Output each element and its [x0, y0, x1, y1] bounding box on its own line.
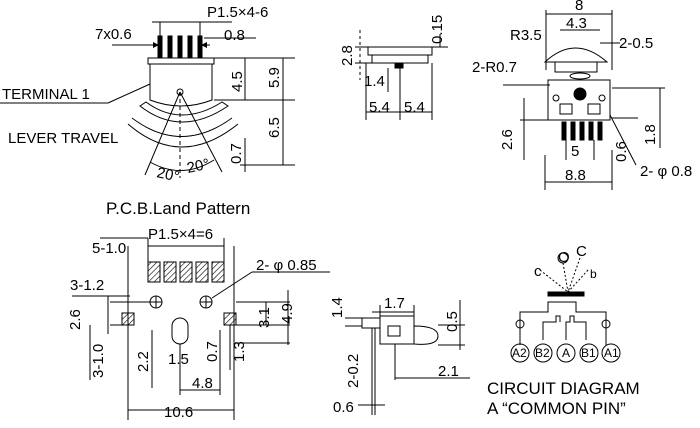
pcb-dim-phi-0-85: 2- φ 0.85 [256, 257, 317, 274]
bottom-pins [562, 122, 602, 140]
pcb-pattern [72, 238, 330, 420]
front-pitch: P1.5×4-6 [207, 4, 268, 21]
pcb-pattern-text: P.C.B.Land Pattern P1.5×4=6 5-1.0 2- φ 0… [67, 199, 317, 421]
circuit-diagram [511, 253, 620, 362]
front-dim-4-5: 4.5 [229, 71, 246, 92]
pin-circle-b1 [580, 344, 598, 362]
top-view [355, 30, 448, 120]
side-dim-0-6: 0.6 [333, 399, 354, 416]
bottom-dim-5: 5 [571, 143, 579, 160]
top-dim-2-8: 2.8 [339, 45, 356, 66]
front-dim-6-5: 6.5 [266, 117, 283, 138]
pcb-dim-10-6: 10.6 [164, 404, 193, 421]
bottom-dim-8: 8 [575, 0, 583, 14]
circuit-subtitle: A “COMMON PIN” [487, 399, 626, 418]
circuit-top-b: b [590, 267, 597, 281]
top-dim-5-4-a: 5.4 [369, 99, 390, 116]
top-dim-5-4-b: 5.4 [404, 99, 425, 116]
pcb-dim-0-7: 0.7 [204, 341, 221, 362]
bottom-dim-r3-5: R3.5 [510, 27, 542, 44]
bottom-dim-2-6: 2.6 [499, 129, 516, 150]
pcb-dim-1-5: 1.5 [168, 351, 189, 368]
bottom-view [503, 10, 665, 190]
bottom-dim-2-0-5: 2-0.5 [619, 35, 653, 52]
front-pins [158, 36, 202, 58]
circuit-top-c-small: c [534, 263, 542, 280]
bottom-dim-phi-0-8: 2- φ 0.8 [640, 163, 692, 180]
top-dim-1-4: 1.4 [364, 73, 385, 90]
side-dim-1-4: 1.4 [329, 297, 346, 318]
bottom-view-text: 8 4.3 R3.5 2-0.5 2-R0.7 2.6 1.8 5 0.6 2-… [472, 0, 692, 184]
circuit-top-c: C [576, 243, 587, 260]
pcb-dim-3-1: 3.1 [256, 307, 273, 328]
top-dim-0-15: 0.15 [429, 15, 446, 44]
bottom-dim-0-6: 0.6 [613, 141, 630, 162]
circuit-pin-a: A [562, 346, 570, 360]
circuit-pin-a2: A2 [512, 346, 527, 360]
front-view [0, 22, 295, 178]
circuit-pin-b2: B2 [535, 346, 550, 360]
pcb-dim-2-2: 2.2 [135, 351, 152, 372]
pin-circle-b2 [534, 344, 552, 362]
front-pin-width: 7x0.6 [95, 26, 132, 43]
front-dim-5-9: 5.9 [266, 67, 283, 88]
front-pin-thick: 0.8 [224, 27, 245, 44]
pcb-dim-4-8: 4.8 [192, 375, 213, 392]
circuit-title: CIRCUIT DIAGRAM [487, 379, 640, 398]
pcb-dim-3-1-0: 3-1.0 [90, 344, 107, 378]
pcb-pitch: P1.5×4=6 [148, 226, 213, 243]
pcb-dim-3-1-2: 3-1.2 [70, 277, 104, 294]
pin-circle-a2 [511, 344, 529, 362]
circuit-pin-a1: A1 [604, 346, 619, 360]
terminal-label: TERMINAL 1 [2, 86, 90, 103]
front-angle-a: 20° [155, 164, 181, 185]
pcb-dim-1-3: 1.3 [231, 341, 248, 362]
side-view [345, 300, 470, 415]
circuit-pin-b1: B1 [581, 346, 596, 360]
side-view-text: 1.4 1.7 0.5 2-0.2 2.1 0.6 [329, 295, 461, 416]
lever-travel-label: LEVER TRAVEL [8, 130, 118, 147]
side-dim-1-7: 1.7 [384, 295, 405, 312]
front-dim-0-7: 0.7 [228, 143, 245, 164]
bottom-dim-1-8: 1.8 [642, 124, 659, 145]
circuit-top-o: O [558, 249, 570, 266]
circuit-text: c O C b A2 B2 A B1 A1 CIRCUIT DIAGRAM A … [487, 243, 640, 418]
bottom-dim-2-r0-7: 2-R0.7 [472, 59, 517, 76]
side-dim-2-0-2: 2-0.2 [345, 354, 362, 388]
pcb-title: P.C.B.Land Pattern [106, 199, 250, 218]
side-dim-0-5: 0.5 [444, 311, 461, 332]
side-dim-2-1: 2.1 [438, 363, 459, 380]
pcb-dim-2-6: 2.6 [67, 309, 84, 330]
front-view-text: P1.5×4-6 7x0.6 0.8 TERMINAL 1 LEVER TRAV… [2, 4, 283, 186]
top-view-text: 0.15 2.8 1.4 5.4 5.4 [339, 15, 446, 116]
pin-circle-a1 [602, 344, 620, 362]
pcb-dim-4-9: 4.9 [279, 303, 296, 324]
front-angle-b: 20° [185, 156, 211, 177]
bottom-dim-4-3: 4.3 [566, 15, 587, 32]
bottom-dim-8-8: 8.8 [565, 167, 586, 184]
pcb-dim-5-1-0: 5-1.0 [92, 240, 126, 257]
pin-circle-a [557, 344, 575, 362]
